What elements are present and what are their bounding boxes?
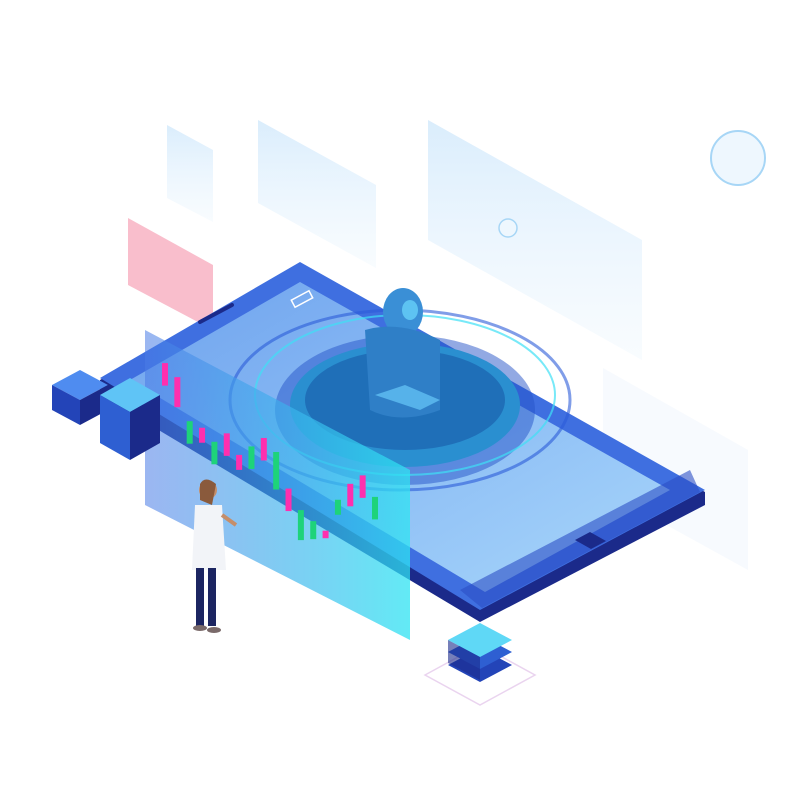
candle-down [285,488,292,512]
background-panel [258,120,376,268]
candle-up [297,510,304,541]
candle-down [199,427,206,443]
candle-down [174,377,181,408]
background-panel [428,120,642,360]
candle-up [211,441,218,465]
candle-up [186,421,193,444]
server-stack [423,623,537,706]
background-panel [603,368,748,570]
candle-up [248,446,255,469]
candle-down [223,433,230,456]
robot [365,288,440,418]
speaker-icon [198,303,234,324]
battery-icon [290,289,314,309]
candle-up [310,521,317,540]
candle-up [334,499,341,515]
candle-down [260,437,267,461]
background-panel [167,125,213,222]
candle-down [359,475,366,498]
candle-down [347,483,354,507]
candle-down [162,363,168,386]
candle-up [372,496,378,520]
candle-up [273,452,280,490]
candle-down [236,454,243,470]
pink-panel [128,218,213,330]
person-figure [192,479,238,633]
candle-down [322,530,329,539]
candlestick-chart [162,363,378,541]
cube-stack [52,370,160,460]
bubble-icon [710,130,766,186]
home-button[interactable] [575,532,606,549]
bubble-icon [498,218,518,238]
